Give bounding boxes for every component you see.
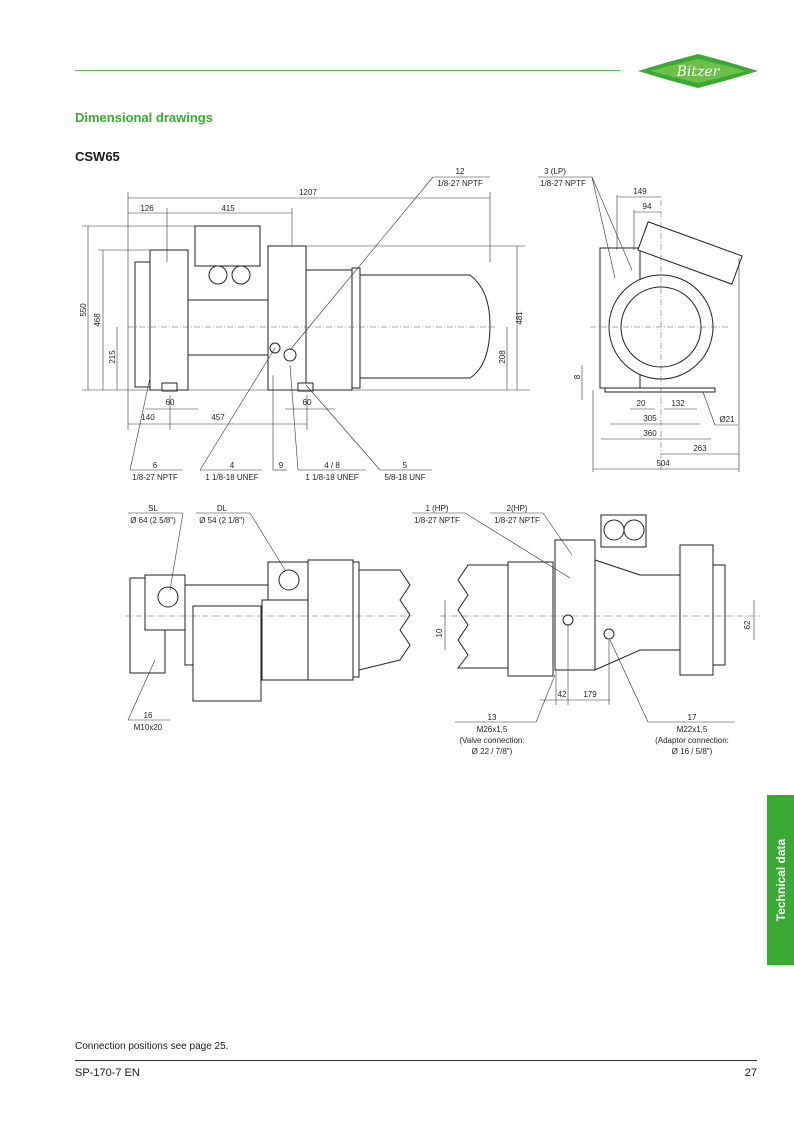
dimension-label: 9 bbox=[279, 461, 284, 470]
dimension-label: 2(HP) bbox=[507, 504, 528, 513]
dimension-label: 132 bbox=[671, 399, 685, 408]
dimension-label: M26x1,5 bbox=[477, 725, 508, 734]
dimension-label: Ø 64 (2 5/8") bbox=[130, 516, 176, 525]
rear-view-dimensions: 1 (HP) 1/8-27 NPTF 2(HP) 1/8-27 NPTF 10 62… bbox=[412, 504, 755, 756]
side-tab-technical-data[interactable]: Technical data bbox=[767, 795, 794, 965]
dimension-label: 20 bbox=[637, 399, 646, 408]
rear-view-drawing bbox=[440, 514, 760, 677]
dimension-label: 94 bbox=[643, 202, 652, 211]
dimension-label: 415 bbox=[221, 204, 235, 213]
section-title: Dimensional drawings bbox=[75, 110, 213, 125]
dimension-label: 208 bbox=[498, 350, 507, 364]
dimension-label: (Adaptor connection: bbox=[655, 736, 729, 745]
dimension-label: 1 1/8-18 UNEF bbox=[305, 473, 358, 482]
dimension-label: 481 bbox=[515, 311, 524, 325]
dimension-label: Ø 16 / 5/8") bbox=[672, 747, 713, 756]
dimension-label: 1/8-27 NPTF bbox=[540, 179, 586, 188]
side-view-dimensions: 1207 126 415 12 1/8-27 NPTF 550 468 215 … bbox=[79, 167, 530, 482]
dimension-label: SL bbox=[148, 504, 158, 513]
dimension-label: 6 bbox=[153, 461, 158, 470]
dimension-label: 149 bbox=[633, 187, 647, 196]
dimension-label: 1/8-27 NPTF bbox=[437, 179, 483, 188]
dimension-label: 263 bbox=[693, 444, 707, 453]
dimension-label: 1 (HP) bbox=[425, 504, 448, 513]
dimension-label: 457 bbox=[211, 413, 225, 422]
dimension-label: 12 bbox=[456, 167, 465, 176]
dimension-label: 62 bbox=[743, 620, 752, 629]
dimension-label: 305 bbox=[643, 414, 657, 423]
footer-rule bbox=[75, 1060, 757, 1061]
dimension-label: 504 bbox=[656, 459, 670, 468]
dimension-label: Ø 22 / 7/8") bbox=[472, 747, 513, 756]
dimension-label: 215 bbox=[108, 350, 117, 364]
page-number: 27 bbox=[744, 1067, 757, 1079]
dimension-label: Ø 54 (2 1/8") bbox=[199, 516, 245, 525]
dimension-label: 10 bbox=[435, 628, 444, 637]
model-title: CSW65 bbox=[75, 149, 120, 164]
dimension-label: 42 bbox=[558, 690, 567, 699]
dimension-label: DL bbox=[217, 504, 228, 513]
dimension-label: 550 bbox=[79, 303, 88, 317]
dimension-label: 360 bbox=[643, 429, 657, 438]
dimension-label: 4 / 8 bbox=[324, 461, 340, 470]
header-rule bbox=[75, 70, 620, 71]
dimension-label: 1/8-27 NPTF bbox=[494, 516, 540, 525]
dimension-label: 179 bbox=[583, 690, 597, 699]
bitzer-logo: Bitzer bbox=[638, 54, 758, 88]
dimension-label: M10x20 bbox=[134, 723, 163, 732]
dimension-label: 1 1/8-18 UNEF bbox=[205, 473, 258, 482]
dimension-label: (Valve connection: bbox=[459, 736, 524, 745]
dimension-label: M22x1,5 bbox=[677, 725, 708, 734]
end-view-drawing bbox=[590, 200, 743, 470]
dimension-label: 126 bbox=[140, 204, 154, 213]
dimension-label: 13 bbox=[488, 713, 497, 722]
side-view-drawing bbox=[128, 225, 495, 392]
dimension-label: 5 bbox=[403, 461, 408, 470]
dimension-label: 1/8-27 NPTF bbox=[132, 473, 178, 482]
dimension-label: 17 bbox=[688, 713, 697, 722]
dimension-label: 4 bbox=[230, 461, 235, 470]
dimension-label: 5/8-18 UNF bbox=[384, 473, 425, 482]
side-tab-label: Technical data bbox=[773, 838, 788, 922]
connection-note: Connection positions see page 25. bbox=[75, 1041, 229, 1052]
dimension-label: 1207 bbox=[299, 188, 317, 197]
top-view-drawing bbox=[125, 559, 412, 702]
dimension-label: 468 bbox=[93, 313, 102, 327]
dimension-label: 16 bbox=[144, 711, 153, 720]
dimension-label: 1/8-27 NPTF bbox=[414, 516, 460, 525]
dimension-label: 3 (LP) bbox=[544, 167, 566, 176]
dimension-label: Ø21 bbox=[719, 415, 735, 424]
document-id: SP-170-7 EN bbox=[75, 1067, 140, 1079]
svg-text:Bitzer: Bitzer bbox=[676, 64, 721, 80]
dimension-label: 140 bbox=[141, 413, 155, 422]
dimension-label: 8 bbox=[573, 374, 582, 379]
end-view-dimensions: 3 (LP) 1/8-27 NPTF 149 94 8 20 132 305 36… bbox=[538, 167, 740, 472]
